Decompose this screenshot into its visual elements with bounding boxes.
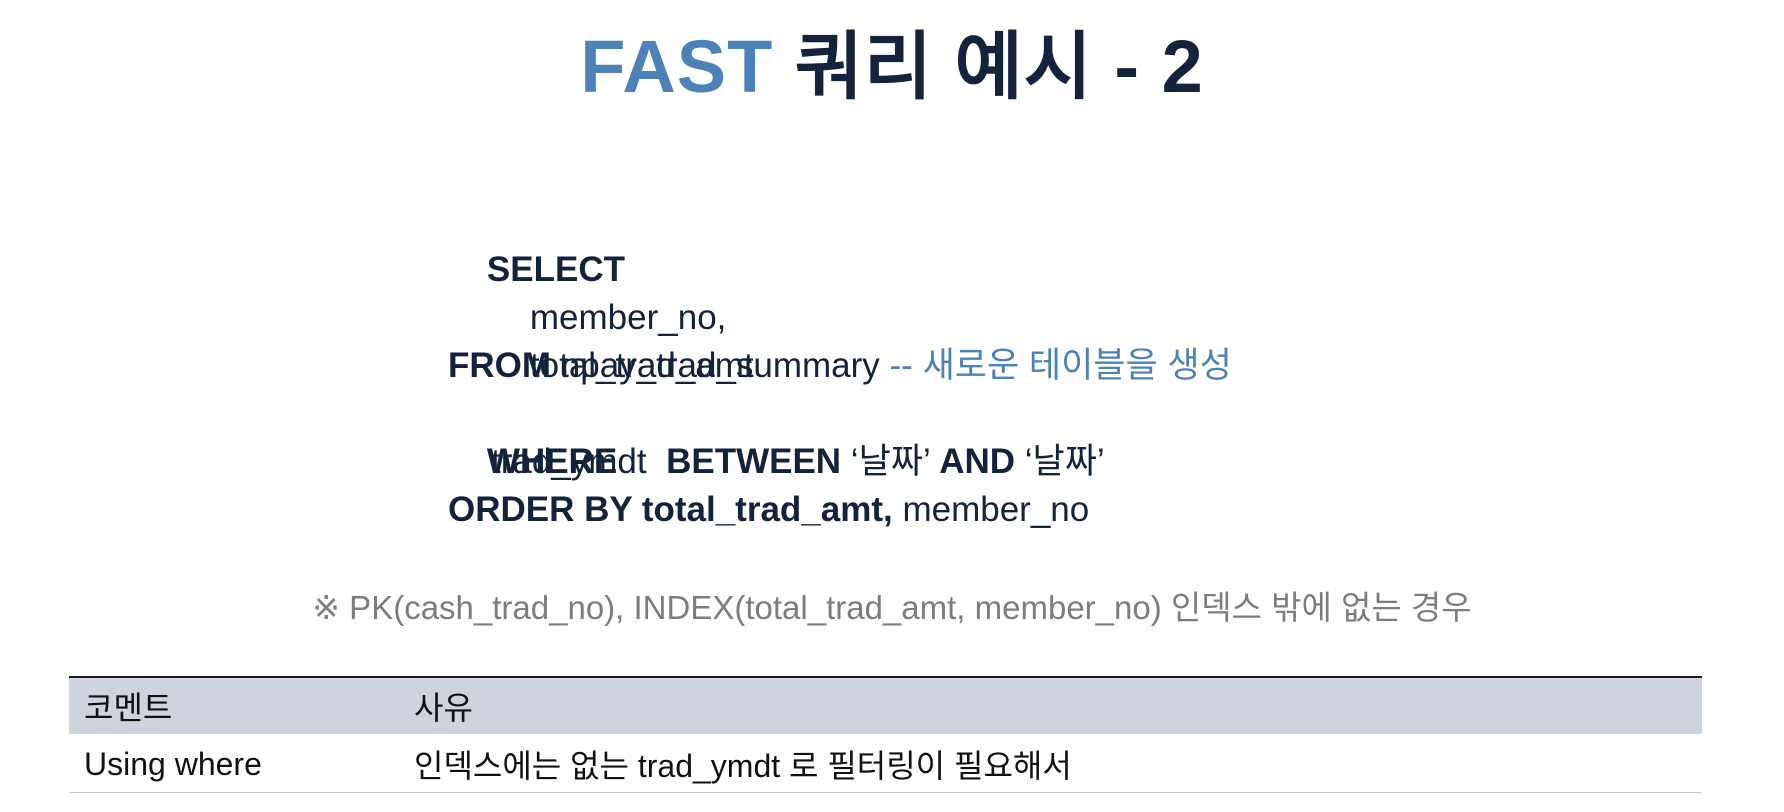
code-line-condition: trad_ymdt BETWEEN ‘날짜’ AND ‘날짜’ — [448, 438, 1232, 486]
order-by-rest: member_no — [892, 490, 1090, 529]
code-line-from: FROM npay_trad_summary -- 새로운 테이블을 생성 — [448, 342, 1232, 390]
keyword-and: AND — [939, 442, 1016, 481]
date-value-1: ‘날짜’ — [841, 442, 940, 481]
sql-code-block: SELECT member_no, total_trad_amt FROM np… — [448, 198, 1232, 534]
column-total-trad-amt: total_trad_amt — [529, 346, 754, 385]
table-row: Using where 인덱스에는 없는 trad_ymdt 로 필터링이 필요… — [69, 736, 1702, 793]
code-line-col1: member_no, — [448, 246, 1232, 337]
column-trad-ymdt: trad_ymdt — [491, 442, 667, 481]
code-line-col2: total_trad_amt — [448, 294, 1232, 385]
keyword-where: WHERE — [486, 442, 618, 481]
explain-table: 코멘트 사유 Using where 인덱스에는 없는 trad_ymdt 로 … — [69, 676, 1702, 793]
cell-comment: Using where — [84, 745, 262, 782]
keyword-select: SELECT — [486, 250, 625, 289]
keyword-between: BETWEEN — [666, 442, 842, 481]
code-comment: -- 새로운 테이블을 생성 — [889, 346, 1232, 385]
title-text: 쿼리 예시 - 2 — [773, 25, 1204, 108]
code-line-order-by: ORDER BY total_trad_amt, member_no — [448, 486, 1232, 534]
code-line-select: SELECT — [448, 198, 1232, 289]
keyword-order-by: ORDER BY total_trad_amt, — [448, 490, 893, 529]
cell-reason: 인덱스에는 없는 trad_ymdt 로 필터링이 필요해서 — [414, 748, 1072, 784]
column-member-no: member_no, — [529, 298, 727, 337]
date-value-2: ‘날짜’ — [1015, 442, 1105, 481]
keyword-from: FROM — [448, 346, 552, 385]
code-line-where: WHERE — [448, 390, 1232, 481]
slide-title: FAST 쿼리 예시 - 2 — [0, 22, 1784, 112]
table-name: npay_trad_summary — [551, 346, 890, 385]
table-header-row: 코멘트 사유 — [69, 678, 1702, 736]
header-comment: 코멘트 — [84, 690, 173, 726]
header-reason: 사유 — [414, 690, 473, 726]
index-note: ※ PK(cash_trad_no), INDEX(total_trad_amt… — [312, 589, 1472, 626]
title-accent: FAST — [580, 25, 774, 108]
